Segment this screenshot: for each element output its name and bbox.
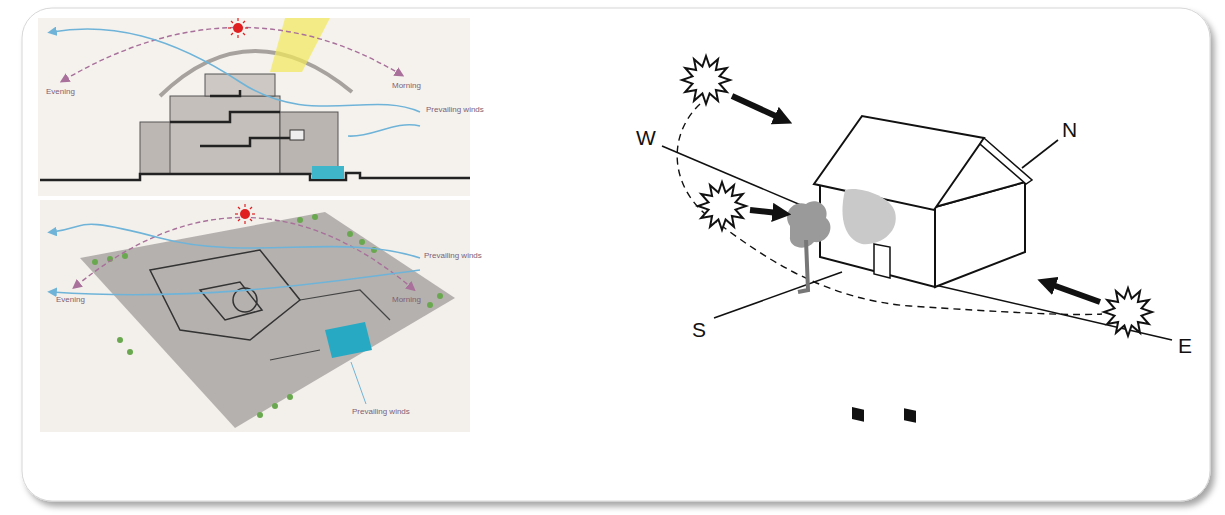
- sun-path: [677, 104, 1102, 315]
- roof-arc: [160, 51, 352, 96]
- compass-letter: W: [636, 126, 656, 149]
- wind-label: Prevailing winds: [352, 408, 410, 417]
- sun-icon: [698, 182, 746, 230]
- window: [904, 408, 916, 423]
- plan-walls: [150, 250, 300, 340]
- door: [874, 244, 890, 278]
- time-label: Morning: [392, 82, 421, 91]
- compass-axis: [714, 272, 842, 318]
- panel: [22, 8, 1210, 501]
- wind-line: [52, 29, 420, 112]
- wind-line: [52, 270, 420, 295]
- wind-line: [52, 224, 420, 258]
- compass-letter: N: [1062, 118, 1077, 141]
- pool: [325, 322, 372, 358]
- sketch-ground: [40, 200, 470, 432]
- plan-walls: [270, 290, 390, 360]
- sun-icon: [1104, 288, 1152, 336]
- time-label: Evening: [46, 88, 75, 97]
- building-mass: [280, 112, 338, 174]
- floor-lines: [170, 90, 300, 146]
- leader-line: [351, 362, 366, 404]
- time-label: Morning: [392, 296, 421, 305]
- roof-edge: [980, 138, 1032, 184]
- sun-path: [64, 27, 400, 80]
- plan-sketch: [40, 200, 470, 432]
- window: [290, 130, 304, 140]
- hedge: [92, 214, 443, 418]
- sun-ray-arrow: [1050, 284, 1100, 302]
- wind-line: [348, 125, 420, 136]
- sun-beam: [270, 18, 330, 72]
- section-sketch: [38, 18, 470, 196]
- building-mass: [170, 96, 280, 174]
- tree: [787, 201, 830, 248]
- wind-label: Prevailing winds: [426, 106, 484, 115]
- sun-icon: [682, 56, 730, 104]
- house-roof: [814, 116, 984, 210]
- sun-ray-arrow: [732, 96, 780, 118]
- pool: [312, 166, 344, 179]
- time-label: Evening: [56, 296, 85, 305]
- sun-ray-arrow: [750, 210, 778, 213]
- wind-label: Prevailing winds: [424, 252, 482, 261]
- shadow: [842, 189, 895, 244]
- compass-axis: [935, 285, 1172, 340]
- compass-axis: [1022, 140, 1058, 168]
- window: [852, 407, 864, 422]
- compass-letter: S: [692, 318, 706, 341]
- sketch-ground: [38, 18, 470, 196]
- site-plan: [80, 212, 455, 428]
- sun-symbol: [228, 18, 248, 38]
- house-diagram: [662, 56, 1172, 423]
- sun-symbol: [235, 204, 255, 224]
- ground-line: [40, 173, 470, 180]
- compass-letter: E: [1178, 334, 1192, 357]
- tree-trunk: [798, 240, 808, 292]
